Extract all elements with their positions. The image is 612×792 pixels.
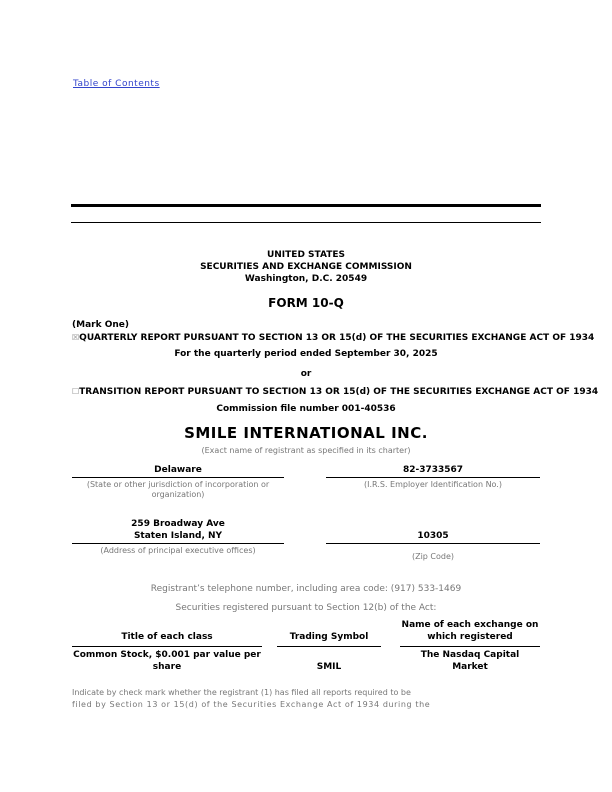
employer-id-number: 82-3733567: [402, 465, 464, 475]
exchange-header-rule: [400, 646, 540, 647]
title-of-class-header: Title of each class: [121, 632, 213, 642]
header-line-3: Washington, D.C. 20549: [244, 274, 368, 284]
zip-underline: [326, 543, 540, 544]
address-caption: (Address of principal executive offices): [100, 546, 256, 555]
filing-compliance-text-line-2: filed by Section 13 or 15(d) of the Secu…: [72, 700, 431, 709]
top-thin-rule: [71, 222, 541, 223]
commission-file-number: Commission file number 001-40536: [216, 404, 396, 414]
trading-symbol-header: Trading Symbol: [289, 632, 369, 642]
exchange-value-line-2: Market: [452, 662, 488, 672]
address-underline: [72, 543, 284, 544]
ein-underline: [326, 477, 540, 478]
telephone-number: Registrant’s telephone number, including…: [150, 584, 462, 594]
section-12b-intro: Securities registered pursuant to Sectio…: [175, 603, 437, 613]
header-line-2: SECURITIES AND EXCHANGE COMMISSION: [200, 262, 412, 272]
transition-report-line: ☐TRANSITION REPORT PURSUANT TO SECTION 1…: [72, 386, 598, 398]
top-thick-rule: [71, 204, 541, 207]
exchange-value-line-1: The Nasdaq Capital: [420, 650, 520, 660]
filing-compliance-text-line-1: Indicate by check mark whether the regis…: [72, 688, 411, 697]
header-line-1: UNITED STATES: [266, 250, 346, 260]
state-of-incorporation: Delaware: [154, 465, 202, 475]
class-value-line-2: share: [152, 662, 182, 672]
address-line-2: Staten Island, NY: [133, 531, 223, 541]
table-of-contents-link[interactable]: Table of Contents: [73, 79, 160, 89]
zip-caption: (Zip Code): [411, 552, 455, 561]
address-line-1: 259 Broadway Ave: [131, 519, 225, 529]
or-text: or: [300, 369, 312, 379]
trading-symbol-value: SMIL: [316, 662, 342, 672]
mark-one: (Mark One): [72, 320, 129, 330]
ein-caption: (I.R.S. Employer Identification No.): [364, 480, 502, 489]
trading-symbol-rule: [277, 646, 381, 647]
transition-report-text: TRANSITION REPORT PURSUANT TO SECTION 13…: [79, 387, 599, 397]
state-caption: (State or other jurisdiction of incorpor…: [86, 480, 270, 499]
state-underline: [72, 477, 284, 478]
exchange-header-line-2: which registered: [427, 632, 513, 642]
form-title: FORM 10-Q: [268, 296, 344, 310]
exchange-header-line-1: Name of each exchange on: [401, 620, 539, 630]
period-text: For the quarterly period ended September…: [174, 349, 438, 359]
quarterly-report-line: ☒QUARTERLY REPORT PURSUANT TO SECTION 13…: [72, 332, 594, 344]
company-name: SMILE INTERNATIONAL INC.: [184, 424, 428, 442]
class-value-line-1: Common Stock, $0.001 par value per: [73, 650, 261, 660]
company-name-caption: (Exact name of registrant as specified i…: [201, 446, 411, 455]
title-of-class-rule: [72, 646, 262, 647]
checked-box-icon: ☒: [72, 333, 80, 342]
unchecked-box-icon: ☐: [72, 387, 80, 396]
zip-code: 10305: [417, 531, 449, 541]
quarterly-report-text: QUARTERLY REPORT PURSUANT TO SECTION 13 …: [79, 333, 595, 343]
